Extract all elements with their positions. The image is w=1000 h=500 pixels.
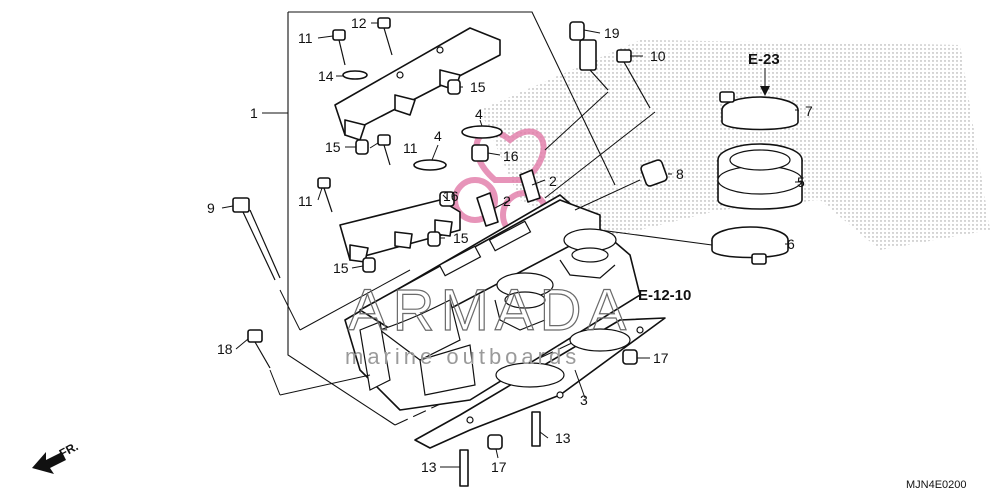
band-7 <box>719 91 799 131</box>
front-arrow-icon <box>32 452 66 474</box>
callout-12: 12 <box>351 15 367 31</box>
bolt-12 <box>377 17 393 56</box>
callout-18: 18 <box>217 341 233 357</box>
callout-6: 6 <box>787 236 795 252</box>
callout-3: 3 <box>580 392 588 408</box>
ref-e1210: E-12-10 <box>638 287 691 304</box>
callout-10: 10 <box>650 48 666 64</box>
watermark-brand: ARMADA <box>348 278 632 343</box>
bolt-11-top <box>332 29 346 66</box>
camshaft-holder-lower <box>339 199 461 263</box>
callout-11a: 11 <box>298 30 313 46</box>
leader-lines <box>221 22 802 468</box>
callout-15c: 15 <box>453 230 469 246</box>
stud-bolts-13 <box>459 411 541 487</box>
callout-4b: 4 <box>434 128 442 144</box>
ref-arrow-e23 <box>760 68 770 96</box>
dowel-pins-17 <box>487 349 638 450</box>
callout-17a: 17 <box>653 350 669 366</box>
diagram-code: MJN4E0200 <box>906 479 967 491</box>
callout-2a: 2 <box>549 173 557 189</box>
spark-plug-19 <box>569 21 609 91</box>
watermark-tagline: marine outboards <box>345 344 580 369</box>
callout-16b: 16 <box>443 188 459 204</box>
callout-13a: 13 <box>421 459 437 475</box>
callout-labels: 1 2 2 3 4 4 5 6 7 8 9 10 11 11 11 12 13 … <box>207 15 813 475</box>
o-rings-4 <box>413 125 503 171</box>
cylinder-head <box>344 194 641 411</box>
bolt-11-low <box>317 177 333 213</box>
callout-7: 7 <box>805 103 813 119</box>
callout-16a: 16 <box>503 148 519 164</box>
bolt-9 <box>232 197 281 281</box>
insulator-8 <box>640 159 668 187</box>
watermark-text: ARMADA marine outboards <box>345 277 632 369</box>
callout-8: 8 <box>676 166 684 182</box>
callout-15d: 15 <box>333 260 349 276</box>
callout-19: 19 <box>604 25 620 41</box>
callout-1: 1 <box>250 105 258 121</box>
washer-14 <box>342 70 368 80</box>
bolt-18 <box>247 329 271 369</box>
intake-insulator-5 <box>717 143 803 210</box>
oil-pipes-2 <box>476 169 541 227</box>
callout-17b: 17 <box>491 459 507 475</box>
callout-13b: 13 <box>555 430 571 446</box>
callout-4a: 4 <box>475 106 483 122</box>
bolt-11-mid <box>377 134 391 166</box>
callout-2b: 2 <box>503 193 511 209</box>
callout-14: 14 <box>318 68 334 84</box>
callout-11c: 11 <box>298 193 313 209</box>
head-gasket <box>414 317 666 449</box>
callout-15a: 15 <box>470 79 486 95</box>
callout-9: 9 <box>207 200 215 216</box>
band-6 <box>711 226 789 265</box>
callout-5: 5 <box>797 174 805 190</box>
callout-11b: 11 <box>403 140 418 156</box>
callout-15b: 15 <box>325 139 341 155</box>
ref-e23: E-23 <box>748 51 780 68</box>
